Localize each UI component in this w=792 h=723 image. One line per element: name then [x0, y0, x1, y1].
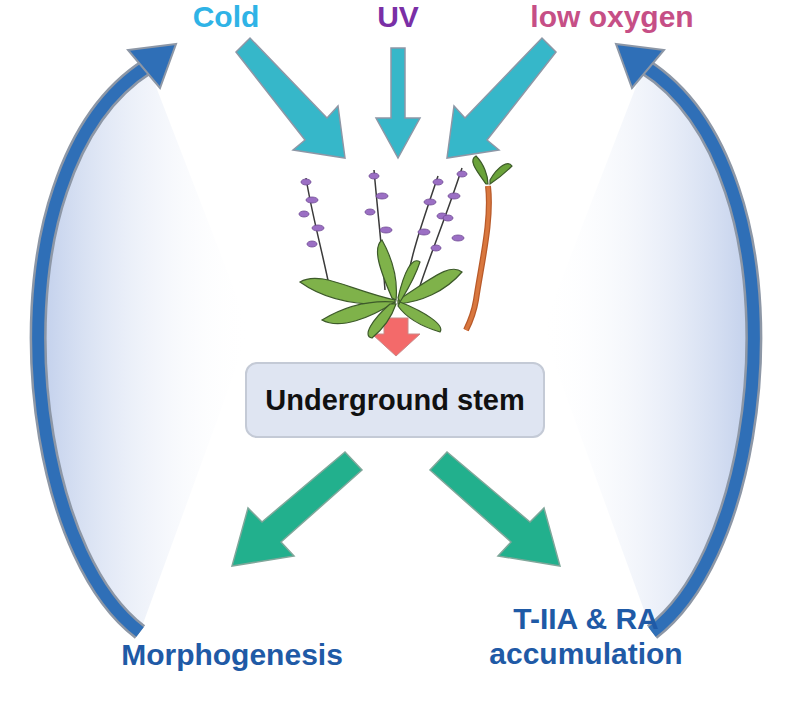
output-arrow: [232, 452, 560, 566]
box-text: Underground stem: [265, 384, 524, 417]
cycle-arrow: [38, 44, 250, 632]
stress-label: low oxygen: [482, 0, 742, 35]
stress-arrow: [236, 38, 556, 158]
process-box: Underground stem: [245, 362, 545, 438]
cycle-arrow: [542, 44, 754, 632]
stress-label: Cold: [126, 0, 326, 35]
stress-label: UV: [338, 0, 458, 35]
plant-drawing: [299, 156, 512, 338]
outcome-label: T-IIA & RA accumulation: [436, 602, 736, 671]
outcome-label: Morphogenesis: [87, 638, 377, 673]
